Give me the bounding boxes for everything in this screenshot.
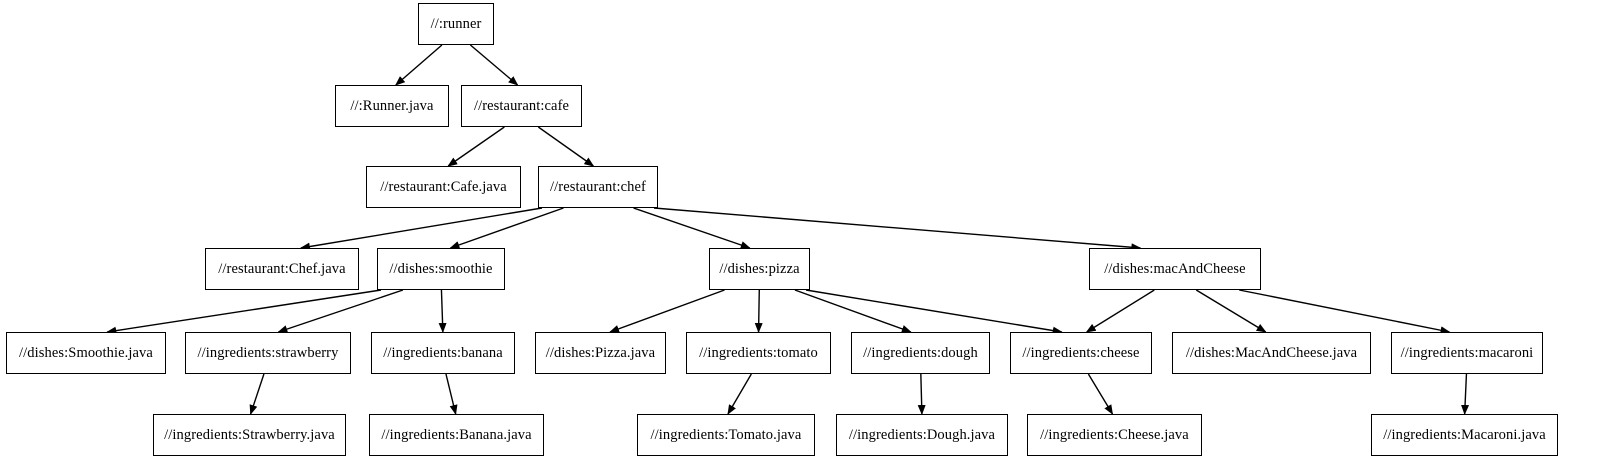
- graph-node-ing-macaroni[interactable]: //ingredients:macaroni: [1391, 332, 1543, 374]
- graph-node-restaurant-cafe-java[interactable]: //restaurant:Cafe.java: [366, 166, 521, 208]
- graph-node-dishes-macandcheese-java[interactable]: //dishes:MacAndCheese.java: [1172, 332, 1371, 374]
- graph-edge-ing-strawberry-to-ing-strawberry-java: [249, 373, 265, 415]
- graph-node-runner[interactable]: //:runner: [418, 3, 494, 45]
- graph-node-ing-strawberry[interactable]: //ingredients:strawberry: [185, 332, 351, 374]
- graph-edge-dishes-pizza-to-ing-dough: [794, 289, 912, 333]
- graph-node-restaurant-chef-java[interactable]: //restaurant:Chef.java: [205, 248, 359, 290]
- graph-node-restaurant-chef[interactable]: //restaurant:chef: [538, 166, 658, 208]
- graph-node-ing-dough-java[interactable]: //ingredients:Dough.java: [836, 414, 1008, 456]
- graph-node-ing-cheese[interactable]: //ingredients:cheese: [1010, 332, 1152, 374]
- graph-edge-dishes-macandcheese-to-ing-macaroni: [1239, 289, 1451, 335]
- graph-edge-ing-tomato-to-ing-tomato-java: [727, 373, 752, 415]
- graph-node-dishes-smoothie-java[interactable]: //dishes:Smoothie.java: [6, 332, 166, 374]
- graph-node-ing-tomato-java[interactable]: //ingredients:Tomato.java: [637, 414, 815, 456]
- graph-edge-dishes-smoothie-to-dishes-smoothie-java: [106, 289, 382, 335]
- graph-edge-restaurant-chef-to-dishes-smoothie: [449, 207, 564, 249]
- graph-node-ing-dough[interactable]: //ingredients:dough: [851, 332, 990, 374]
- graph-edge-restaurant-cafe-to-restaurant-chef: [537, 126, 595, 167]
- graph-edge-ing-banana-to-ing-banana-java: [445, 373, 458, 415]
- graph-node-dishes-smoothie[interactable]: //dishes:smoothie: [377, 248, 505, 290]
- graph-edge-ing-macaroni-to-ing-macaroni-java: [1461, 373, 1470, 415]
- graph-edge-runner-to-runner-java: [395, 44, 443, 86]
- graph-node-ing-cheese-java[interactable]: //ingredients:Cheese.java: [1027, 414, 1202, 456]
- graph-node-restaurant-cafe[interactable]: //restaurant:cafe: [461, 85, 582, 127]
- graph-node-dishes-pizza-java[interactable]: //dishes:Pizza.java: [535, 332, 666, 374]
- graph-edge-restaurant-chef-to-dishes-macandcheese: [653, 207, 1142, 252]
- graph-edge-dishes-pizza-to-ing-cheese: [805, 289, 1063, 335]
- graph-node-ing-banana[interactable]: //ingredients:banana: [371, 332, 515, 374]
- graph-node-ing-banana-java[interactable]: //ingredients:Banana.java: [369, 414, 544, 456]
- graph-node-ing-macaroni-java[interactable]: //ingredients:Macaroni.java: [1371, 414, 1558, 456]
- graph-node-runner-java[interactable]: //:Runner.java: [335, 85, 449, 127]
- graph-edge-restaurant-chef-to-dishes-pizza: [633, 207, 751, 249]
- graph-edge-ing-cheese-to-ing-cheese-java: [1087, 373, 1114, 415]
- graph-edge-dishes-pizza-to-ing-tomato: [754, 289, 763, 333]
- graph-edge-dishes-pizza-to-dishes-pizza-java: [609, 289, 725, 333]
- graph-edge-restaurant-chef-to-restaurant-chef-java: [299, 207, 543, 251]
- graph-edge-ing-dough-to-ing-dough-java: [917, 373, 926, 415]
- graph-edge-dishes-smoothie-to-ing-strawberry: [277, 289, 404, 333]
- graph-edge-dishes-smoothie-to-ing-banana: [438, 289, 447, 333]
- graph-node-dishes-macandcheese[interactable]: //dishes:macAndCheese: [1089, 248, 1261, 290]
- graph-edge-dishes-macandcheese-to-ing-cheese: [1085, 289, 1155, 333]
- graph-edge-restaurant-cafe-to-restaurant-cafe-java: [447, 126, 505, 167]
- graph-edge-runner-to-restaurant-cafe: [469, 44, 519, 86]
- graph-edge-dishes-macandcheese-to-dishes-macandcheese-java: [1195, 289, 1267, 333]
- graph-node-ing-strawberry-java[interactable]: //ingredients:Strawberry.java: [153, 414, 346, 456]
- graph-node-ing-tomato[interactable]: //ingredients:tomato: [686, 332, 831, 374]
- graph-node-dishes-pizza[interactable]: //dishes:pizza: [709, 248, 810, 290]
